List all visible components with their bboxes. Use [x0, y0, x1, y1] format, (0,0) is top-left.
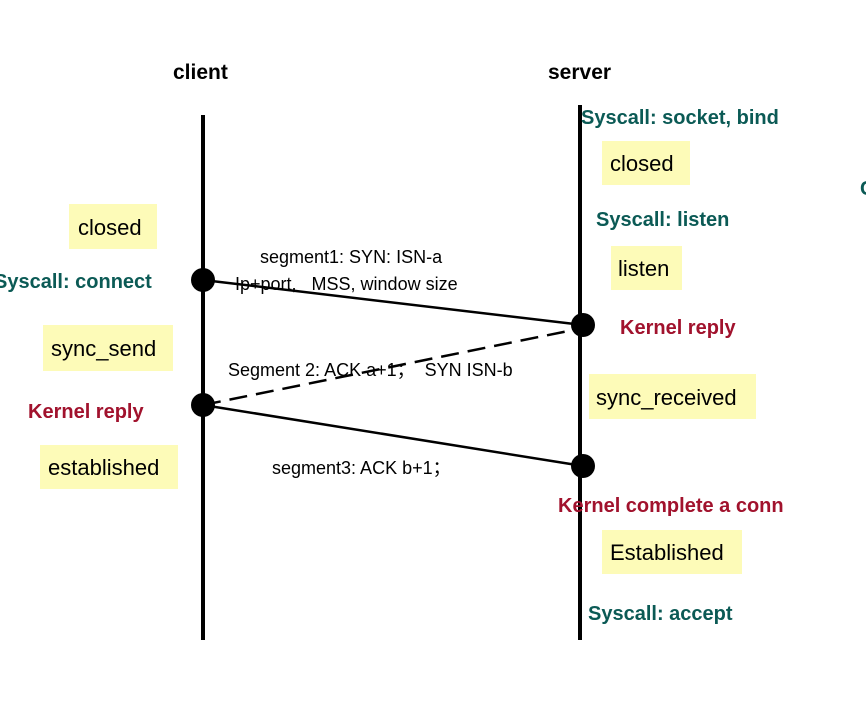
server-syscall-listen: Syscall: listen [596, 209, 729, 231]
client-established-box [40, 445, 178, 489]
server-listen-state: listen [618, 256, 669, 281]
server-listen-box [611, 246, 682, 290]
segment3-arrow [202, 403, 584, 468]
segment1-label: segment1: SYN: ISN-a [260, 247, 443, 267]
client-closed-box [69, 204, 157, 249]
segment1-detail-label: Ip+port, MSS, window size [235, 274, 458, 294]
cropped-edge-text: C [860, 178, 866, 200]
client-header: client [173, 61, 228, 84]
segment2-label: Segment 2: ACK a+1； SYN ISN-b [228, 360, 513, 380]
server-kernel-complete: Kernel complete a conn [558, 495, 784, 517]
client-closed-state: closed [78, 215, 142, 240]
server-kernel-reply: Kernel reply [620, 317, 736, 339]
server-complete-dot [571, 454, 595, 478]
server-reply-dot [571, 313, 595, 337]
client-established-state: established [48, 455, 159, 480]
server-syscall-accept: Syscall: accept [588, 603, 733, 625]
server-closed-box [602, 141, 690, 185]
client-kernel-reply: Kernel reply [28, 401, 144, 423]
client-syscall-connect: Syscall: connect [0, 271, 152, 293]
server-sync-received-state: sync_received [596, 385, 737, 410]
server-established-state: Established [610, 540, 724, 565]
client-sync-send-state: sync_send [51, 336, 156, 361]
segment3-label: segment3: ACK b+1； [272, 458, 451, 478]
server-sync-received-box [589, 374, 756, 419]
server-header: server [548, 61, 611, 84]
segment1-arrow [202, 278, 584, 327]
client-reply-dot [191, 393, 215, 417]
server-established-box [602, 530, 742, 574]
client-connect-dot [191, 268, 215, 292]
segment2-arrow [202, 326, 584, 407]
client-sync-send-box [43, 325, 173, 371]
server-syscall-socket-bind: Syscall: socket, bind [581, 107, 779, 129]
server-closed-state: closed [610, 151, 674, 176]
